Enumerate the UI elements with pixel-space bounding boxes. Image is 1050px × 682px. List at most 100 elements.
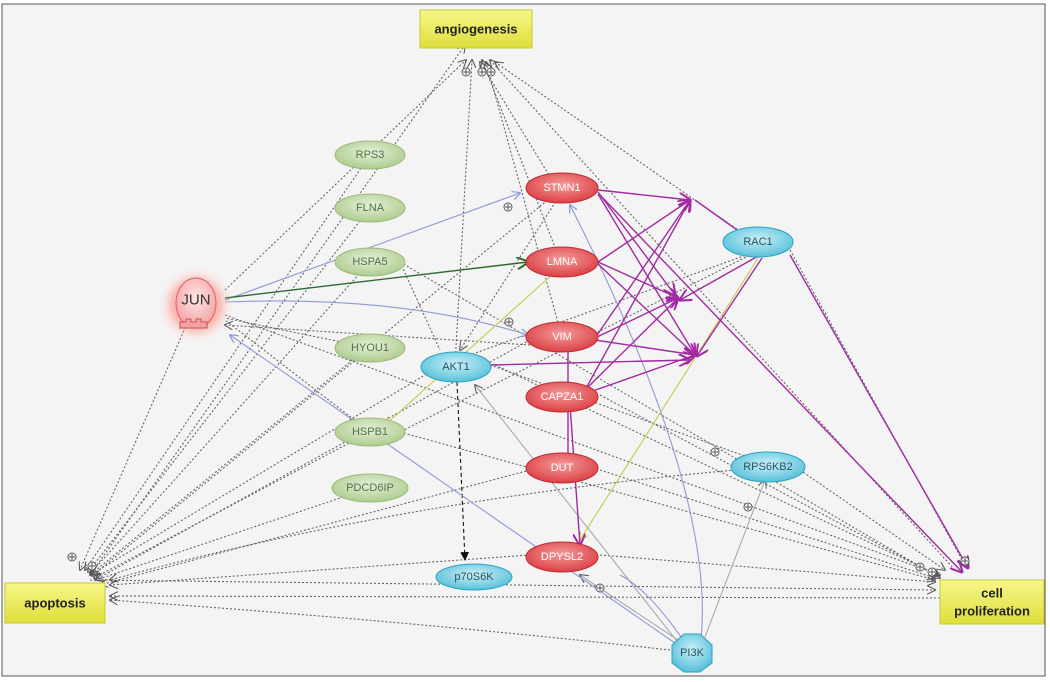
edge-stmn1-hub2: [597, 191, 675, 295]
plus-marker: [477, 67, 487, 77]
node-rps6kb2[interactable]: RPS6KB2: [730, 451, 806, 483]
process-cell-proliferation-label-1: cell: [981, 586, 1003, 601]
edge-pi3k-apoptosis: [110, 600, 671, 651]
edge-pi3k-stmn1: [570, 205, 703, 649]
edge-stmn1-hub3: [597, 193, 695, 355]
edge-stmn1-apoptosis: [90, 189, 561, 575]
edge-pdcd6ip-apoptosis: [96, 487, 371, 580]
node-rps3-label: RPS3: [356, 149, 385, 161]
plus-marker: [461, 67, 471, 77]
node-dut[interactable]: DUT: [525, 452, 599, 484]
edge-pi3k-rps6kb2: [699, 480, 765, 651]
edge-hspb1-proliferation: [399, 431, 935, 580]
node-hyou1-label: HYOU1: [351, 342, 389, 354]
node-dpysl2-label: DPYSL2: [541, 551, 583, 563]
edge-akt1-rps6kb2: [489, 364, 770, 465]
edge-apoptosis-proliferation: [89, 579, 935, 590]
plus-marker: [710, 447, 720, 457]
edge-akt1-hub3: [489, 360, 690, 365]
node-pdcd6ip-label: PDCD6IP: [346, 482, 394, 494]
node-dut-label: DUT: [551, 462, 574, 474]
plus-marker: [960, 556, 970, 566]
edge-lmna-hub2: [597, 261, 678, 298]
node-flna[interactable]: FLNA: [334, 193, 406, 223]
edge-hspa5-apoptosis: [90, 261, 371, 574]
activation-markers: [67, 67, 970, 593]
process-apoptosis-label: apoptosis: [24, 596, 85, 611]
edge-jun-stmn1: [224, 193, 520, 301]
node-hspa5-label: HSPA5: [352, 256, 387, 268]
plus-marker: [87, 561, 97, 571]
edge-dut-proliferation: [599, 469, 935, 578]
edge-lmna-hspb1: [385, 271, 556, 425]
process-angiogenesis-label: angiogenesis: [434, 22, 517, 37]
edge-lmna-hub1: [597, 200, 690, 263]
edge-stmn1-angiogenesis: [480, 62, 556, 186]
plus-marker: [927, 567, 937, 577]
edge-akt1-angiogenesis: [454, 60, 472, 366]
process-angiogenesis[interactable]: angiogenesis: [419, 9, 533, 49]
edge-flna-apoptosis: [88, 207, 371, 572]
node-akt1-label: AKT1: [442, 361, 470, 373]
plus-marker: [486, 67, 496, 77]
diagram-frame: [1, 3, 1046, 677]
node-hyou1[interactable]: HYOU1: [334, 333, 406, 363]
node-rac1[interactable]: RAC1: [722, 226, 794, 258]
edge-hspb1-jun: [224, 319, 371, 433]
edge-capza1-hub3: [589, 355, 695, 393]
edge-rps6kb2-apoptosis: [110, 469, 736, 580]
process-cell-proliferation-label-2: proliferation: [954, 604, 1030, 619]
edge-rac1-proliferation-mag: [789, 254, 968, 568]
node-rps3[interactable]: RPS3: [334, 140, 406, 170]
edge-jun-apoptosis: [80, 304, 196, 570]
node-rac1-label: RAC1: [743, 236, 772, 248]
node-hspb1-label: HSPB1: [352, 426, 388, 438]
node-hspb1[interactable]: HSPB1: [334, 417, 406, 447]
node-akt1[interactable]: AKT1: [420, 351, 492, 383]
edge-hspa5-proliferation: [399, 261, 940, 578]
edge-pi3k-jun: [230, 335, 686, 651]
node-pi3k-label: PI3K: [680, 647, 705, 659]
edge-akt1-apoptosis: [92, 371, 431, 574]
node-capza1[interactable]: CAPZA1: [525, 381, 599, 413]
node-capza1-label: CAPZA1: [541, 391, 584, 403]
node-stmn1[interactable]: STMN1: [525, 172, 599, 204]
edge-vim-hub2: [594, 298, 678, 339]
node-p70s6k[interactable]: p70S6K: [435, 563, 513, 591]
node-jun-label: JUN: [181, 292, 210, 309]
node-flna-label: FLNA: [356, 202, 385, 214]
node-dpysl2[interactable]: DPYSL2: [525, 541, 599, 573]
edge-rac1-dpysl2: [580, 254, 761, 540]
process-cell-proliferation[interactable]: cell proliferation: [939, 579, 1045, 625]
node-p70s6k-label: p70S6K: [454, 571, 494, 583]
process-apoptosis[interactable]: apoptosis: [4, 582, 106, 624]
node-lmna-label: LMNA: [547, 256, 578, 268]
node-pi3k[interactable]: PI3K: [671, 633, 713, 673]
edge-jun-lmna: [224, 262, 528, 299]
edge-apoptosis-angiogenesis: [89, 45, 465, 576]
node-hspa5[interactable]: HSPA5: [334, 247, 406, 277]
edge-layer: [80, 45, 968, 651]
plus-marker: [503, 202, 513, 212]
plus-marker: [595, 583, 605, 593]
edge-stmn1-hub1: [597, 189, 690, 200]
edge-vim-apoptosis: [95, 339, 531, 580]
edge-stmn1-proliferation: [599, 194, 962, 572]
edge-capza1-hub1: [584, 200, 690, 391]
edge-jun-vim: [224, 300, 528, 335]
plus-marker: [67, 552, 77, 562]
edge-dpysl2-proliferation: [599, 554, 935, 582]
node-pdcd6ip[interactable]: PDCD6IP: [331, 473, 409, 503]
edge-rac1-hub3: [697, 257, 763, 356]
edge-stmn1-akt1: [460, 194, 561, 350]
edge-jun-proliferation: [224, 314, 940, 575]
edge-vim-hub1: [594, 200, 690, 339]
node-lmna[interactable]: LMNA: [525, 246, 599, 278]
plus-marker: [743, 502, 753, 512]
node-jun[interactable]: JUN: [156, 265, 236, 345]
edge-jun-angiogenesis: [224, 60, 466, 291]
edge-rps6kb2-proliferation: [799, 469, 945, 570]
node-vim[interactable]: VIM: [525, 321, 599, 353]
edge-akt1-p70s6k: [456, 381, 470, 561]
